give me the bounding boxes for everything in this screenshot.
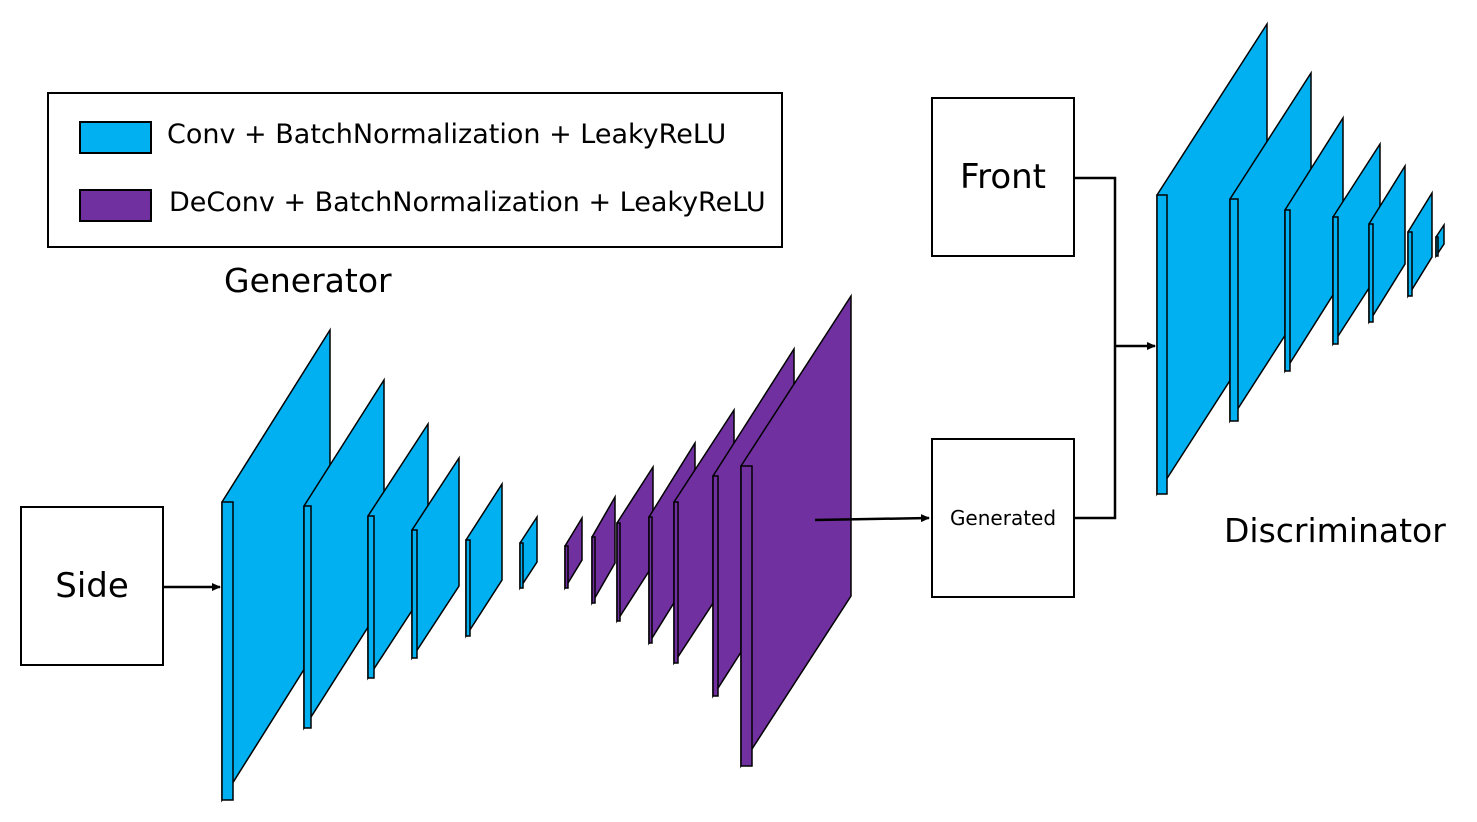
connectors	[164, 176, 1156, 591]
discriminator-title: Discriminator	[1224, 511, 1446, 550]
legend-swatch-conv	[79, 121, 152, 154]
side-node: Side	[20, 506, 164, 666]
generator-conv-layer-6	[519, 514, 538, 591]
legend-label-conv: Conv + BatchNormalization + LeakyReLU	[167, 119, 727, 150]
discriminator-conv-layer-4-edge	[1332, 216, 1339, 345]
generator-to-generated-arrow	[814, 514, 930, 523]
generator-conv-layer-4-edge	[411, 529, 418, 659]
generated-node: Generated	[931, 438, 1075, 598]
discriminator-layers	[1156, 21, 1445, 497]
discriminator-conv-layer-6	[1407, 190, 1433, 299]
discriminator-conv-layer-2	[1229, 70, 1312, 424]
generator-deconv-layer-9-face	[616, 464, 654, 624]
discriminator-conv-layer-3-edge	[1284, 209, 1291, 372]
generator-conv-layer-1-edge	[221, 501, 234, 801]
generator-conv-layer-6-edge	[519, 542, 524, 589]
discriminator-conv-layer-5	[1368, 163, 1406, 325]
generator-deconv-layer-9	[616, 464, 654, 624]
generator-conv-layer-5-edge	[465, 539, 471, 637]
discriminator-conv-layer-7	[1435, 222, 1445, 259]
generator-deconv-layer-13-face	[740, 293, 852, 769]
generator-conv-layer-2	[303, 377, 385, 731]
generator-deconv-layer-9-edge	[616, 522, 621, 622]
generator-conv-layer-5-face	[465, 481, 503, 639]
legend-swatch-deconv	[79, 189, 152, 222]
generator-conv-layer-2-edge	[303, 505, 312, 729]
generator-conv-layer-3-edge	[367, 515, 375, 679]
front-label: Front	[960, 157, 1046, 197]
generator-layers	[221, 293, 852, 803]
generator-conv-layer-4	[411, 455, 460, 661]
generator-deconv-layer-8	[591, 494, 616, 606]
side-label: Side	[55, 566, 129, 606]
discriminator-conv-layer-7-edge	[1435, 236, 1439, 257]
front-generated-bracket	[1075, 176, 1117, 520]
generator-deconv-layer-7	[564, 515, 583, 591]
generator-deconv-layer-11-edge	[673, 501, 679, 664]
generator-conv-layer-5	[465, 481, 503, 639]
front-node: Front	[931, 97, 1075, 257]
legend: Conv + BatchNormalization + LeakyReLU De…	[47, 92, 783, 248]
generator-deconv-layer-7-edge	[564, 545, 569, 589]
discriminator-conv-layer-6-edge	[1407, 231, 1413, 297]
generator-deconv-layer-12-edge	[712, 475, 719, 697]
generator-deconv-layer-13-edge	[740, 465, 753, 767]
generator-title: Generator	[224, 261, 392, 300]
generator-deconv-layer-13	[740, 293, 852, 769]
discriminator-conv-layer-1	[1156, 21, 1268, 497]
generator-conv-layer-3	[367, 421, 429, 681]
generated-label: Generated	[949, 506, 1057, 530]
discriminator-conv-layer-1-edge	[1156, 194, 1168, 495]
discriminator-conv-layer-5-edge	[1368, 223, 1374, 323]
discriminator-conv-layer-2-edge	[1229, 198, 1239, 422]
generator-deconv-layer-8-edge	[591, 536, 596, 604]
generator-deconv-layer-10-edge	[648, 516, 653, 644]
legend-label-deconv: DeConv + BatchNormalization + LeakyReLU	[169, 187, 766, 218]
